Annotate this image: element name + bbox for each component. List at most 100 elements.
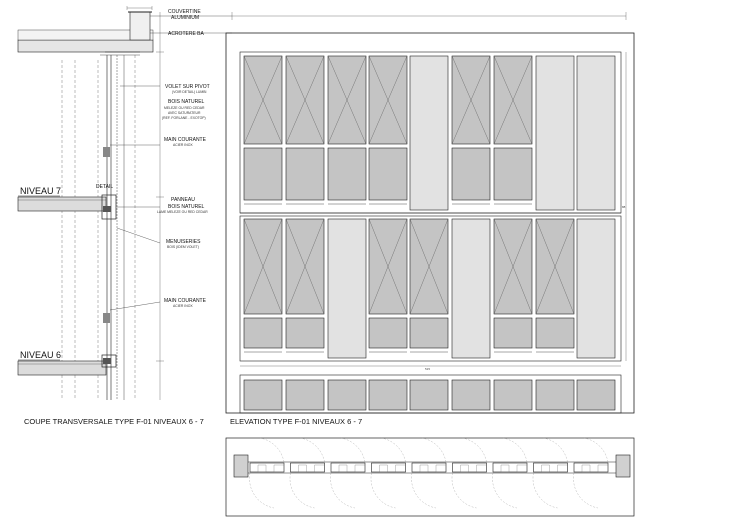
lower-shutter — [451, 379, 491, 411]
window-pane — [409, 317, 449, 349]
cross-section-drawing — [17, 6, 232, 400]
window-pane — [243, 147, 283, 201]
window-pane — [285, 147, 325, 201]
plan-zigzag — [493, 464, 527, 473]
shutter-pivot-line — [451, 55, 491, 145]
lower-shutter — [327, 379, 367, 411]
shutter-pivot-line — [368, 55, 408, 145]
fixed-wood-panel — [327, 218, 367, 359]
window-pane — [493, 147, 533, 201]
window-pane — [285, 317, 325, 349]
panel-label: PANNEAU — [171, 197, 195, 203]
swing-arc — [330, 472, 356, 509]
swing-arc — [381, 437, 406, 463]
shutter-pivot-line — [535, 218, 575, 315]
swing-arc — [411, 472, 437, 509]
swing-arc — [532, 472, 558, 509]
floor-plan — [225, 437, 635, 517]
coping-label: COUVERTINE — [168, 9, 201, 15]
coping-material: ALUMINIUM — [171, 15, 199, 21]
handrail-label: MAIN COURANTE — [164, 137, 207, 143]
shutter-pivot-line — [243, 55, 283, 145]
plan-module — [330, 462, 366, 473]
facade-elevation — [225, 12, 635, 414]
lower-shutter — [535, 379, 575, 411]
plan-zigzag — [290, 464, 325, 473]
shutter-note: (VOIR DETAIL) LUMBI — [172, 90, 206, 94]
wood-note-3: (REF. FORLANE - EXOTOP) — [162, 116, 206, 120]
fixed-wood-panel — [576, 55, 616, 211]
window-pane — [368, 317, 408, 349]
slab-level-7 — [17, 196, 107, 212]
plan-zigzag — [371, 464, 406, 473]
level-6-label: NIVEAU 6 — [20, 350, 61, 360]
plan-module — [249, 462, 285, 473]
plan-module — [492, 462, 528, 473]
plan-zigzag — [452, 464, 487, 473]
swing-arc — [289, 472, 315, 509]
lower-shutter — [493, 379, 533, 411]
shutter-pivot-line — [285, 55, 325, 145]
roof-slab — [17, 39, 154, 53]
fixed-wood-panel — [535, 55, 575, 211]
plan-module — [452, 462, 487, 473]
wood-note-1: MELEZE OU RED CEDAR — [164, 106, 205, 110]
handrail-2-label: MAIN COURANTE — [164, 298, 207, 304]
window-pane — [368, 147, 408, 201]
panel-wood-label: BOIS NATUREL — [168, 204, 205, 210]
swing-arc — [502, 437, 528, 463]
lower-shutter — [368, 379, 408, 411]
slab-level-6 — [17, 360, 107, 376]
shutter-pivot-line — [409, 218, 449, 315]
fixed-wood-panel — [409, 55, 449, 211]
overall-width-dimension: 515 — [425, 367, 430, 371]
panel-material: LAME MELEZE OU RED CEDAR — [157, 210, 208, 214]
wood-label: BOIS NATUREL — [168, 99, 205, 105]
window-pane — [535, 317, 575, 349]
shutter-pivot-line — [493, 55, 533, 145]
swing-arc — [370, 472, 396, 509]
lower-shutter — [243, 379, 283, 411]
shutter-pivot-line — [243, 218, 283, 315]
plan-zigzag — [250, 464, 284, 473]
lower-shutter — [285, 379, 325, 411]
window-pane — [493, 317, 533, 349]
section-title: COUPE TRANSVERSALE TYPE F-01 NIVEAUX 6 -… — [24, 417, 204, 426]
window-pane — [327, 147, 367, 201]
swing-arc — [421, 437, 447, 463]
swing-arc — [451, 472, 477, 509]
fixed-wood-panel — [576, 218, 616, 359]
wood-note-2: AVEC SATURATEUR — [168, 111, 201, 115]
plan-zigzag — [331, 464, 365, 473]
fixed-wood-panel — [451, 218, 491, 359]
swing-arc — [249, 472, 275, 509]
swing-arc — [573, 472, 599, 509]
parapet — [129, 11, 151, 41]
handrail-material: ACIER INOX — [173, 143, 193, 147]
swing-arc — [583, 437, 609, 463]
plan-zigzag — [533, 464, 568, 473]
detail-tag: DETAIL — [96, 184, 113, 190]
shutter-label: VOLET SUR PIVOT — [165, 84, 210, 90]
swing-arc — [543, 437, 568, 463]
level-7-label: NIVEAU 7 — [20, 186, 61, 196]
window-pane — [451, 147, 491, 201]
handrail-2-material: ACIER INOX — [173, 304, 193, 308]
plan-module — [411, 462, 447, 473]
elevation-title: ELEVATION TYPE F-01 NIVEAUX 6 - 7 — [230, 417, 362, 426]
overall-height-dimension: 88 — [622, 205, 626, 209]
shutter-pivot-line — [493, 218, 533, 315]
lower-shutter — [409, 379, 449, 411]
plan-zigzag — [412, 464, 446, 473]
swing-arc — [492, 472, 518, 509]
shutter-panels — [243, 55, 616, 411]
shutter-pivot-line — [368, 218, 408, 315]
plan-module — [533, 462, 568, 473]
shutter-pivot-line — [285, 218, 325, 315]
swing-arc — [300, 437, 325, 463]
window-pane — [243, 317, 283, 349]
swing-arc — [259, 437, 285, 463]
annotations: COUVERTINE ALUMINIUM ACROTERE BA VOLET S… — [157, 9, 210, 308]
joinery-label: MENUISERIES — [166, 239, 201, 245]
plan-module — [290, 462, 325, 473]
